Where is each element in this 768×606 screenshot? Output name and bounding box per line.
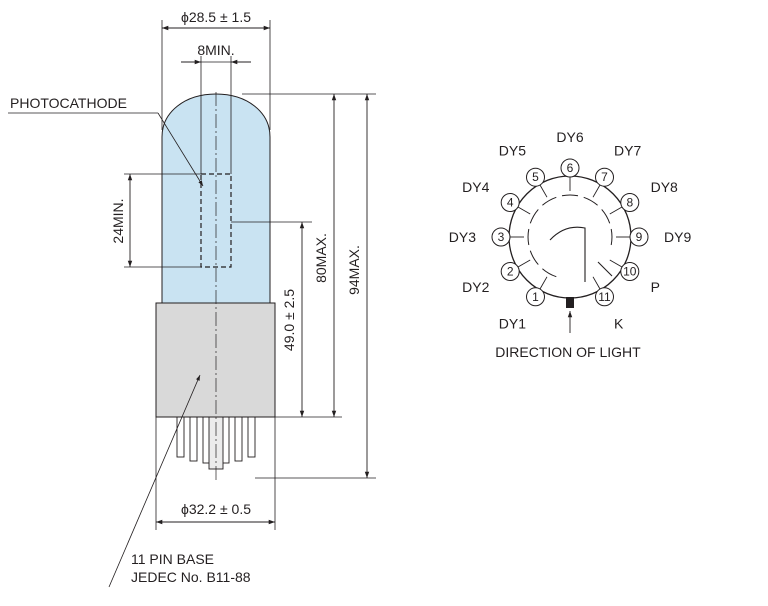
dynode-symbol	[529, 209, 539, 224]
pin-circle	[526, 287, 545, 307]
pin-3: 3 DY3	[449, 227, 511, 247]
anode-symbol	[597, 261, 613, 277]
pin-number: 2	[507, 265, 514, 279]
pin-circle	[629, 227, 649, 247]
dynode-symbol	[527, 228, 530, 246]
pin-number: 1	[532, 290, 539, 304]
pin-8: 8 DY8	[620, 179, 678, 212]
pin-lead	[592, 184, 601, 198]
length-94max-dimension: 94MAX.	[255, 93, 376, 479]
pin-number: 5	[532, 170, 539, 184]
pin-4: 4 DY4	[462, 179, 520, 212]
pin-circle	[500, 193, 520, 212]
dynode-symbol	[529, 250, 539, 265]
pin-label: DY8	[651, 179, 678, 195]
cathode-height-label: 24MIN.	[110, 198, 126, 243]
photocathode-symbol	[549, 226, 586, 282]
tube-base	[155, 302, 276, 418]
dynode-symbol	[542, 268, 557, 278]
base-circle	[508, 175, 632, 299]
dynode-symbol	[542, 196, 557, 206]
dynode-chain	[510, 177, 630, 290]
pin-label: DY9	[664, 229, 691, 245]
pin-number: 11	[598, 290, 611, 304]
pin-lead	[517, 259, 531, 268]
pin-circle	[620, 262, 640, 281]
photocathode-window	[200, 173, 232, 268]
pin-lead	[539, 276, 548, 290]
pin-lead	[517, 206, 531, 215]
pin-label: K	[614, 316, 624, 332]
pin-9: 9 DY9	[629, 227, 691, 247]
pin-lead	[592, 276, 601, 290]
pin-label: DY1	[499, 316, 526, 332]
pin-lead	[609, 259, 623, 268]
pin-circle	[491, 227, 511, 247]
center-height-label: 49.0 ± 2.5	[281, 289, 297, 351]
photocathode-label: PHOTOCATHODE	[10, 95, 127, 111]
center-height-dimension: 49.0 ± 2.5	[231, 221, 312, 418]
pin-6: 6 DY6	[556, 129, 584, 178]
pin-circle	[500, 262, 520, 281]
base-diameter-label: ϕ32.2 ± 0.5	[181, 501, 251, 517]
pin-circle	[595, 167, 614, 187]
pin-circle	[620, 193, 640, 212]
pin-number: 7	[601, 170, 608, 184]
bulb-diameter-dimension: ϕ28.5 ± 1.5	[161, 9, 271, 130]
dynode-symbol	[561, 194, 579, 197]
pin-number: 9	[636, 230, 643, 244]
pin-label: DY5	[499, 142, 526, 158]
pin-lead	[609, 206, 623, 215]
pin-label: DY7	[614, 142, 641, 158]
base-diameter-dimension: ϕ32.2 ± 0.5	[155, 417, 276, 530]
cathode-height-dimension: 24MIN.	[110, 173, 201, 268]
dynode-symbol	[583, 196, 598, 206]
length-80max-label: 80MAX.	[313, 233, 329, 283]
pin-label: DY4	[462, 179, 489, 195]
pin-number: 4	[507, 196, 514, 210]
pin-label: DY3	[449, 229, 476, 245]
pin-circle	[595, 287, 614, 307]
length-94max-label: 94MAX.	[346, 245, 362, 295]
tube-outline	[155, 92, 276, 480]
window-width-dimension: 8MIN.	[181, 42, 251, 174]
pin-label: DY2	[462, 279, 489, 295]
pin-circle	[560, 158, 580, 178]
bulb-diameter-label: ϕ28.5 ± 1.5	[181, 9, 251, 25]
pin-number: 10	[623, 265, 637, 279]
pin-label: DY6	[556, 129, 583, 145]
pin-circle	[526, 167, 545, 187]
pin-number: 3	[498, 230, 505, 244]
dynode-symbol	[610, 228, 613, 246]
pin-7: 7 DY7	[595, 142, 641, 187]
dynode-symbol	[601, 209, 611, 224]
pin-number: 8	[626, 196, 633, 210]
direction-of-light-label: DIRECTION OF LIGHT	[495, 344, 641, 360]
pin-label: P	[651, 279, 660, 295]
base-label-line1: 11 PIN BASE	[131, 551, 214, 567]
length-80max-dimension: 80MAX.	[242, 93, 342, 418]
base-key-mark	[566, 297, 574, 308]
pin-number: 6	[567, 161, 574, 175]
pin-11: 11K	[595, 287, 624, 332]
pin-10: 10P	[620, 262, 660, 295]
photocathode-callout: PHOTOCATHODE	[8, 95, 204, 187]
base-label-line2: JEDEC No. B11-88	[131, 569, 251, 585]
window-width-label: 8MIN.	[197, 42, 234, 58]
base-callout: 11 PIN BASE JEDEC No. B11-88	[108, 374, 251, 588]
pin-5: 5 DY5	[499, 142, 545, 187]
pin-lead	[539, 184, 548, 198]
